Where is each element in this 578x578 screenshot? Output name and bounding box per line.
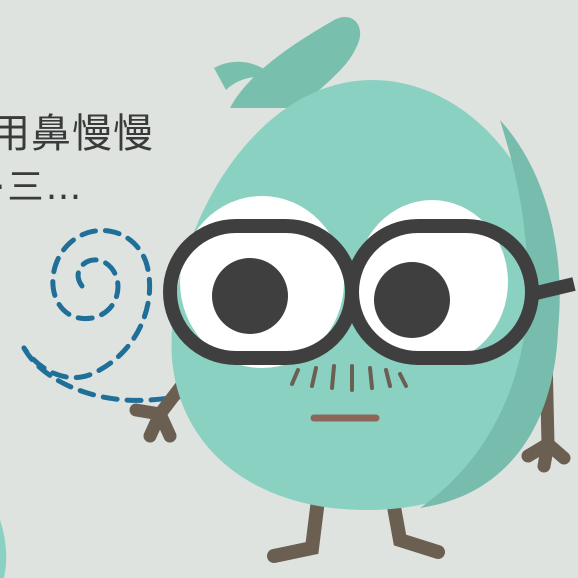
right-pupil [374, 262, 450, 338]
hair-curl [214, 61, 276, 90]
partial-leaf-shape [0, 520, 7, 578]
legs [267, 489, 445, 563]
mustache [290, 364, 408, 392]
left-pupil [212, 258, 288, 334]
caption-line-1: 用鼻慢慢 [0, 111, 154, 157]
caption-line-2: ·三… [0, 167, 84, 208]
hair-tuft [230, 16, 361, 109]
mascot-body-shade [420, 120, 560, 508]
glasses-icon [163, 219, 576, 365]
